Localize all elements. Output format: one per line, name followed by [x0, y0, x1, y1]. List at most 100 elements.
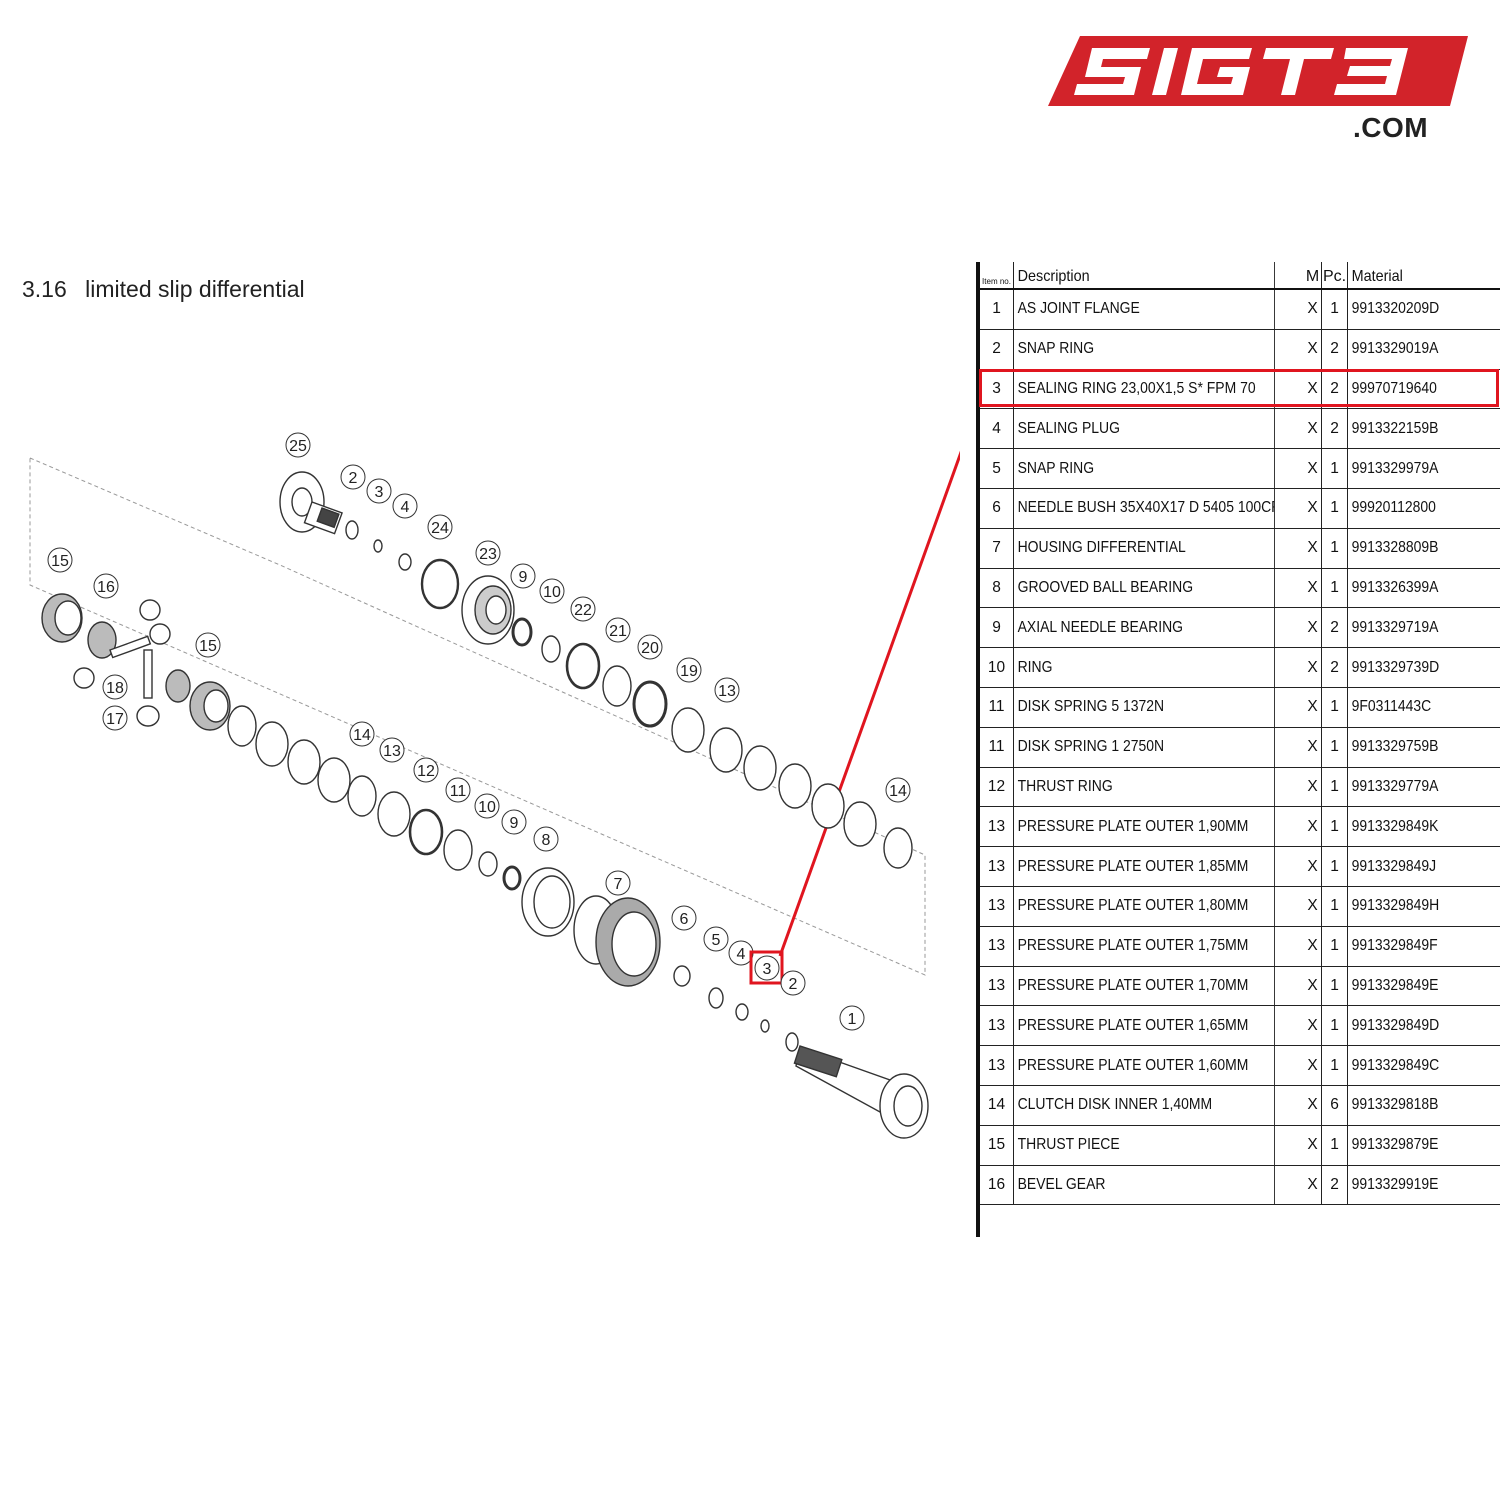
- svg-text:15: 15: [199, 638, 217, 655]
- cell-pc: 1: [1322, 449, 1348, 488]
- callout-9-lower: 9: [501, 809, 527, 835]
- callout-1: 1: [839, 1005, 865, 1031]
- callout-4-upper: 4: [392, 493, 418, 519]
- cell-material: 9913329739D: [1351, 658, 1440, 676]
- callout-10-upper: 10: [539, 578, 565, 604]
- svg-text:16: 16: [97, 579, 115, 596]
- cell-item-no: 14: [980, 1086, 1014, 1125]
- svg-text:2: 2: [789, 976, 798, 993]
- callout-2-lower: 2: [780, 970, 806, 996]
- cell-pc: 1: [1322, 847, 1348, 886]
- cell-material: 9913329979A: [1351, 459, 1439, 477]
- cell-description: PRESSURE PLATE OUTER 1,80MM: [1014, 887, 1275, 926]
- callout-19: 19: [676, 657, 702, 683]
- cell-description: THRUST PIECE: [1014, 1125, 1275, 1165]
- svg-text:22: 22: [574, 602, 592, 619]
- cell-description: PRESSURE PLATE OUTER 1,60MM: [1014, 1046, 1275, 1085]
- callout-22: 22: [570, 596, 596, 622]
- cell-material: 9913329849F: [1351, 937, 1438, 955]
- cell-item-no: 7: [980, 528, 1014, 568]
- svg-text:1: 1: [848, 1011, 857, 1028]
- cell-pc: 1: [1322, 767, 1348, 807]
- cell-item-no: 13: [980, 926, 1014, 966]
- svg-text:17: 17: [106, 711, 124, 728]
- cell-pc: 1: [1322, 966, 1348, 1006]
- svg-text:19: 19: [680, 663, 698, 680]
- cell-description: DISK SPRING 1 2750N: [1014, 727, 1275, 767]
- cell-material: 9913322159B: [1351, 419, 1439, 437]
- cell-description: AXIAL NEEDLE BEARING: [1014, 608, 1275, 648]
- cell-description: PRESSURE PLATE OUTER 1,90MM: [1014, 807, 1275, 847]
- svg-text:23: 23: [479, 546, 497, 563]
- cell-item-no: 12: [980, 767, 1014, 807]
- callout-15-left: 15: [47, 547, 73, 573]
- cell-item-no: 5: [980, 449, 1014, 488]
- svg-text:13: 13: [718, 683, 736, 700]
- callout-25: 25: [285, 432, 311, 458]
- cell-description: PRESSURE PLATE OUTER 1,70MM: [1014, 966, 1275, 1006]
- svg-text:9: 9: [510, 815, 519, 832]
- cell-pc: 1: [1322, 528, 1348, 568]
- cell-material: 9913329849K: [1351, 817, 1439, 835]
- svg-text:11: 11: [450, 783, 467, 800]
- cell-m: X: [1304, 329, 1322, 369]
- highlighted-row-frame: [979, 369, 1499, 407]
- cell-material: 99920112800: [1351, 499, 1436, 517]
- callout-8: 8: [533, 826, 559, 852]
- cell-pc: 1: [1322, 727, 1348, 767]
- cell-item-no: 16: [980, 1165, 1014, 1205]
- cell-description: GROOVED BALL BEARING: [1014, 568, 1275, 608]
- cell-m: X: [1304, 1086, 1322, 1125]
- svg-text:4: 4: [737, 946, 746, 963]
- brand-logo[interactable]: SIGT3 .COM: [1040, 30, 1480, 150]
- svg-text:12: 12: [417, 763, 435, 780]
- callout-11: 11: [445, 777, 471, 803]
- callout-markers: 25 2 3 4 24 23 9 10 22 21 20 19 13 15 16…: [47, 432, 911, 1031]
- cell-material: 9913329849J: [1351, 857, 1437, 875]
- cell-pc: 1: [1322, 887, 1348, 926]
- cell-m: X: [1304, 1006, 1322, 1046]
- cell-description: THRUST RING: [1014, 767, 1275, 807]
- svg-text:3: 3: [375, 484, 384, 501]
- cell-material: 9913328809B: [1351, 539, 1439, 557]
- callout-21: 21: [605, 617, 631, 643]
- callout-12: 12: [413, 757, 439, 783]
- cell-item-no: 13: [980, 887, 1014, 926]
- cell-pc: 2: [1322, 409, 1348, 449]
- cell-m: X: [1304, 926, 1322, 966]
- cell-m: X: [1304, 528, 1322, 568]
- cell-description: PRESSURE PLATE OUTER 1,75MM: [1014, 926, 1275, 966]
- cell-material: 9913329879E: [1351, 1136, 1439, 1154]
- cell-pc: 1: [1322, 568, 1348, 608]
- cell-pc: 2: [1322, 608, 1348, 648]
- cell-description: DISK SPRING 5 1372N: [1014, 688, 1275, 727]
- cell-item-no: 6: [980, 489, 1014, 528]
- cell-material: 9913329849E: [1351, 976, 1439, 994]
- callout-10-lower: 10: [474, 793, 500, 819]
- cell-description: BEVEL GEAR: [1014, 1165, 1275, 1205]
- cell-description: SNAP RING: [1014, 329, 1275, 369]
